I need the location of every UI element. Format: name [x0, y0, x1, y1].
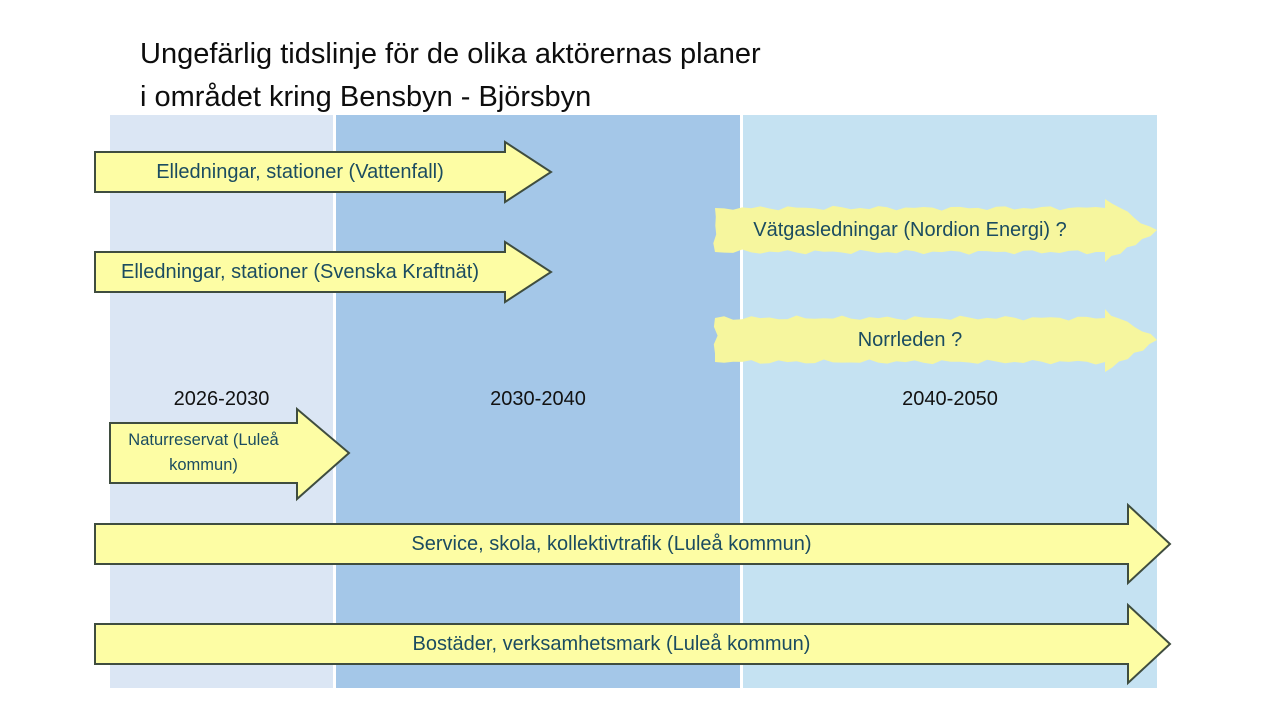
arrow-vattenfall-shape — [94, 140, 553, 204]
page-title-line2: i området kring Bensbyn - Björsbyn — [140, 81, 592, 113]
arrow-vattenfall-label: Elledningar, stationer (Vattenfall) — [156, 160, 444, 183]
arrow-bostader-label: Bostäder, verksamhetsmark (Luleå kommun) — [412, 632, 811, 655]
arrow-nordion-energi-label: Vätgasledningar (Nordion Energi) ? — [753, 218, 1067, 241]
arrow-norrleden-shape — [713, 309, 1157, 372]
arrow-svenska-kraftnat-shape — [94, 240, 553, 304]
arrow-norrleden: Norrleden ? — [713, 306, 1161, 378]
period-label-2026-2030: 2026-2030 — [173, 388, 270, 410]
arrow-service-label: Service, skola, kollektivtrafik (Luleå k… — [411, 532, 812, 555]
page-title: Ungefärlig tidslinje för de olika aktöre… — [140, 33, 761, 119]
arrow-service: Service, skola, kollektivtrafik (Luleå k… — [93, 502, 1173, 586]
period-band-2026-2030 — [110, 115, 333, 688]
period-band-2030-2040 — [336, 115, 740, 688]
arrow-nordion-energi: Vätgasledningar (Nordion Energi) ? — [713, 196, 1161, 268]
arrow-naturreservat-shape — [109, 406, 351, 502]
arrow-norrleden-label: Norrleden ? — [857, 328, 963, 351]
arrow-svenska-kraftnat-label: Elledningar, stationer (Svenska Kraftnät… — [121, 260, 479, 283]
page-title-line1: Ungefärlig tidslinje för de olika aktöre… — [140, 38, 761, 70]
arrow-naturreservat-label: Naturreservat (Luleå kommun) — [128, 431, 279, 474]
arrow-nordion-energi-shape — [713, 199, 1157, 262]
period-label-2030-2040: 2030-2040 — [490, 388, 586, 410]
arrow-bostader-shape — [94, 602, 1172, 686]
arrow-bostader: Bostäder, verksamhetsmark (Luleå kommun) — [93, 602, 1173, 686]
period-label-2040-2050: 2040-2050 — [902, 388, 998, 410]
arrow-vattenfall: Elledningar, stationer (Vattenfall) — [93, 140, 553, 206]
arrow-svenska-kraftnat: Elledningar, stationer (Svenska Kraftnät… — [93, 240, 553, 306]
arrow-service-shape — [94, 502, 1172, 586]
arrow-naturreservat: Naturreservat (Luleå kommun) — [108, 406, 353, 502]
